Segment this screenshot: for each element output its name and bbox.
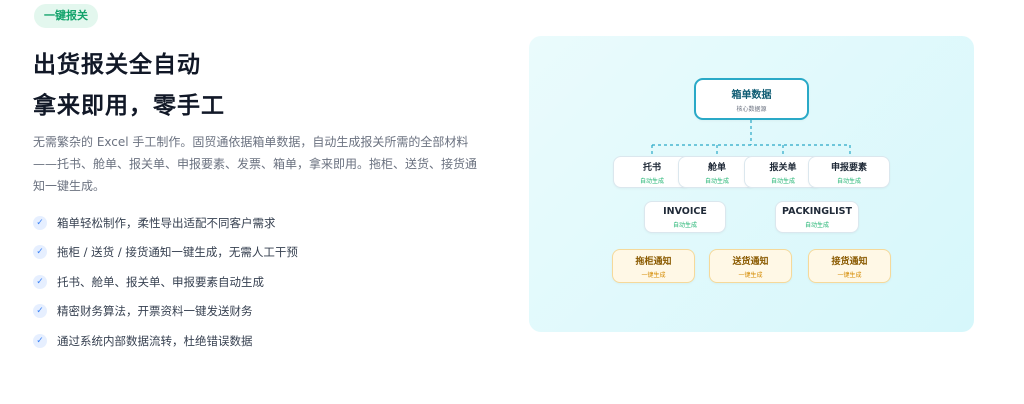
node-receiving-notice: 接货通知 一键生成 bbox=[808, 249, 891, 283]
page-title: 出货报关全自动 bbox=[33, 52, 201, 78]
node-title: 报关单 bbox=[769, 162, 797, 173]
node-title: PACKINGLIST bbox=[782, 205, 852, 217]
node-manifest: 舱单 自动生成 bbox=[678, 156, 756, 188]
node-subtitle: 自动生成 bbox=[836, 177, 861, 185]
node-title: 接货通知 bbox=[831, 256, 868, 267]
flow-diagram-panel: 箱单数据 核心数据源 托书 自动生成 舱单 自动生成 报关单 自动生成 申报要素… bbox=[529, 36, 974, 332]
node-subtitle: 自动生成 bbox=[704, 177, 729, 185]
node-title: INVOICE bbox=[663, 205, 707, 217]
feature-text: 箱单轻松制作，柔性导出适配不同客户需求 bbox=[57, 215, 276, 230]
node-subtitle: 自动生成 bbox=[672, 221, 697, 229]
check-icon: ✓ bbox=[33, 304, 47, 319]
node-packing-data: 箱单数据 核心数据源 bbox=[694, 78, 809, 120]
node-subtitle: 自动生成 bbox=[804, 221, 829, 229]
feature-item: ✓ 拖柜 / 送货 / 接货通知一键生成，无需人工干预 bbox=[33, 238, 298, 268]
node-title: 拖柜通知 bbox=[635, 256, 672, 267]
feature-text: 通过系统内部数据流转，杜绝错误数据 bbox=[57, 333, 253, 348]
description: 无需繁杂的 Excel 手工制作。固贸通依据箱单数据，自动生成报关所需的全部材料… bbox=[33, 135, 478, 193]
check-icon: ✓ bbox=[33, 215, 47, 230]
check-icon: ✓ bbox=[33, 274, 47, 289]
page-subtitle: 拿来即用，零手工 bbox=[33, 93, 225, 119]
feature-item: ✓ 箱单轻松制作，柔性导出适配不同客户需求 bbox=[33, 208, 298, 238]
node-packinglist: PACKINGLIST 自动生成 bbox=[775, 201, 859, 233]
feature-list: ✓ 箱单轻松制作，柔性导出适配不同客户需求 ✓ 拖柜 / 送货 / 接货通知一键生成… bbox=[33, 208, 298, 356]
check-icon: ✓ bbox=[33, 333, 47, 348]
feature-item: ✓ 托书、舱单、报关单、申报要素自动生成 bbox=[33, 267, 298, 297]
node-title: 舱单 bbox=[707, 162, 726, 173]
node-subtitle: 自动生成 bbox=[770, 177, 795, 185]
node-subtitle: 核心数据源 bbox=[736, 105, 767, 113]
node-title: 申报要素 bbox=[830, 162, 867, 173]
node-invoice: INVOICE 自动生成 bbox=[644, 201, 726, 233]
node-subtitle: 一键生成 bbox=[837, 271, 862, 279]
section-badge: 一键报关 bbox=[34, 4, 98, 28]
node-title: 箱单数据 bbox=[731, 89, 772, 101]
feature-text: 托书、舱单、报关单、申报要素自动生成 bbox=[57, 274, 264, 289]
check-icon: ✓ bbox=[33, 245, 47, 260]
feature-text: 精密财务算法，开票资料一键发送财务 bbox=[57, 304, 253, 319]
node-title: 托书 bbox=[642, 162, 661, 173]
feature-item: ✓ 通过系统内部数据流转，杜绝错误数据 bbox=[33, 326, 298, 356]
node-container-notice: 拖柜通知 一键生成 bbox=[612, 249, 695, 283]
node-title: 送货通知 bbox=[732, 256, 769, 267]
node-subtitle: 一键生成 bbox=[738, 271, 763, 279]
feature-text: 拖柜 / 送货 / 接货通知一键生成，无需人工干预 bbox=[57, 245, 298, 260]
node-subtitle: 一键生成 bbox=[641, 271, 666, 279]
node-subtitle: 自动生成 bbox=[639, 177, 664, 185]
node-delivery-notice: 送货通知 一键生成 bbox=[709, 249, 792, 283]
diagram-connectors bbox=[651, 120, 851, 156]
feature-item: ✓ 精密财务算法，开票资料一键发送财务 bbox=[33, 297, 298, 327]
node-declaration-elements: 申报要素 自动生成 bbox=[808, 156, 890, 188]
